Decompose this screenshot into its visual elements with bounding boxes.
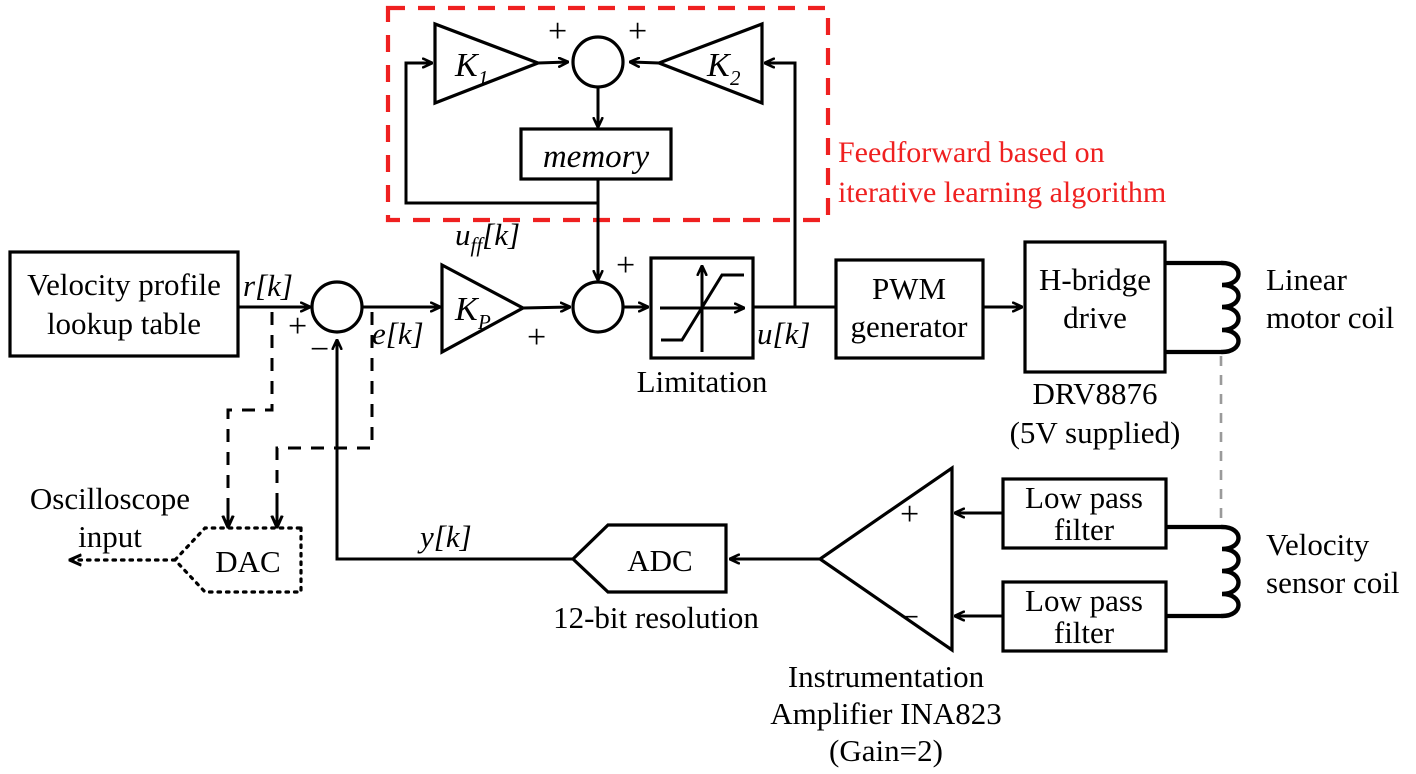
inamp-caption-line2: Amplifier INA823 bbox=[770, 696, 1002, 731]
saturation-curve-icon bbox=[660, 266, 744, 352]
signal-label-y: y[k] bbox=[417, 519, 472, 554]
feedforward-region-boundary bbox=[385, 5, 831, 223]
adc-caption: 12-bit resolution bbox=[553, 600, 759, 635]
wire-kp-to-sum2 bbox=[522, 307, 570, 308]
adc-label: ADC bbox=[627, 543, 692, 578]
gain-block-k2-subscript: 2 bbox=[730, 66, 741, 90]
signal-label-e: e[k] bbox=[372, 316, 424, 351]
gain-block-k1-subscript: 1 bbox=[478, 66, 489, 90]
signal-label-r: r[k] bbox=[243, 268, 293, 303]
gain-block-k2-label: K bbox=[706, 47, 732, 84]
velocity-profile-lookup-table-block[interactable] bbox=[8, 250, 240, 358]
low-pass-filter-top-line2: filter bbox=[1054, 512, 1115, 547]
gain-block-k2[interactable] bbox=[654, 21, 764, 106]
wire-u-to-k2-feedback bbox=[765, 63, 797, 307]
gain-block-k1[interactable] bbox=[433, 21, 543, 106]
gain-block-kp-label: K bbox=[454, 291, 480, 328]
wire-adc-to-sum1-feedback bbox=[337, 340, 573, 561]
feedforward-annotation-line2: iterative learning algorithm bbox=[838, 176, 1166, 209]
h-bridge-caption-supply: (5V supplied) bbox=[1010, 415, 1181, 450]
wire-k2-to-sum bbox=[630, 62, 660, 63]
inamp-caption-line3: (Gain=2) bbox=[829, 733, 943, 768]
memory-block[interactable] bbox=[519, 127, 673, 181]
low-pass-filter-bottom-line1: Low pass bbox=[1025, 583, 1143, 618]
linear-motor-coil-icon bbox=[1219, 260, 1241, 355]
memory-block-label: memory bbox=[543, 139, 650, 175]
low-pass-filter-top-line1: Low pass bbox=[1025, 480, 1143, 515]
velocity-sensor-coil-label-line1: Velocity bbox=[1266, 527, 1370, 562]
pwm-generator-block[interactable] bbox=[834, 258, 985, 360]
wire-memory-to-k1-feedback bbox=[404, 63, 598, 205]
sign-plus-kp-branch: + bbox=[527, 319, 546, 356]
adc-block[interactable] bbox=[570, 523, 728, 594]
gain-block-k1-label: K bbox=[454, 47, 480, 84]
linear-motor-coil-label-line1: Linear bbox=[1266, 262, 1348, 297]
limitation-caption: Limitation bbox=[637, 364, 768, 399]
low-pass-filter-bottom-block[interactable] bbox=[1001, 580, 1168, 653]
sign-minus-feedback: − bbox=[310, 331, 329, 368]
velocity-profile-label-line1: Velocity profile bbox=[27, 267, 221, 302]
gain-block-kp[interactable] bbox=[440, 262, 527, 355]
pwm-generator-label-line2: generator bbox=[850, 309, 968, 344]
inamp-plus-input-sign: + bbox=[900, 496, 919, 533]
velocity-sensor-coil-icon bbox=[1219, 524, 1241, 619]
inamp-caption-line1: Instrumentation bbox=[788, 659, 985, 694]
sign-plus-k2-input: + bbox=[628, 13, 647, 50]
sign-plus-reference: + bbox=[288, 308, 307, 345]
velocity-profile-label-line2: lookup table bbox=[47, 306, 201, 341]
inamp-minus-input-sign: − bbox=[900, 599, 919, 636]
signal-label-u: u[k] bbox=[757, 316, 810, 351]
low-pass-filter-bottom-line2: filter bbox=[1054, 615, 1115, 650]
oscilloscope-input-label-line2: input bbox=[78, 519, 142, 554]
velocity-sensor-coil-label-line2: sensor coil bbox=[1266, 565, 1399, 600]
summing-junction-learning[interactable] bbox=[571, 35, 625, 89]
sign-plus-k1-input: + bbox=[548, 13, 567, 50]
h-bridge-label-line2: drive bbox=[1063, 300, 1127, 335]
oscilloscope-input-label-line1: Oscilloscope bbox=[30, 481, 190, 516]
h-bridge-label-line1: H-bridge bbox=[1039, 262, 1151, 297]
linear-motor-coil-label-line2: motor coil bbox=[1266, 300, 1394, 335]
summing-junction-control[interactable] bbox=[571, 280, 625, 334]
dac-label: DAC bbox=[215, 544, 280, 579]
summing-junction-error[interactable] bbox=[310, 280, 364, 334]
sign-plus-uff-branch: + bbox=[616, 247, 635, 284]
wire-k1-to-sum bbox=[537, 62, 568, 63]
h-bridge-drive-block[interactable] bbox=[1023, 240, 1167, 374]
signal-label-u-ff: uff[k] bbox=[455, 217, 520, 257]
dac-block[interactable] bbox=[172, 526, 303, 594]
pwm-generator-label-line1: PWM bbox=[872, 271, 946, 306]
instrumentation-amplifier-block[interactable] bbox=[817, 464, 954, 654]
h-bridge-caption-part: DRV8876 bbox=[1033, 376, 1158, 411]
feedforward-annotation-line1: Feedforward based on bbox=[838, 136, 1105, 169]
dashed-tap-r-to-dac bbox=[226, 312, 274, 525]
gain-block-kp-subscript: P bbox=[477, 310, 491, 334]
